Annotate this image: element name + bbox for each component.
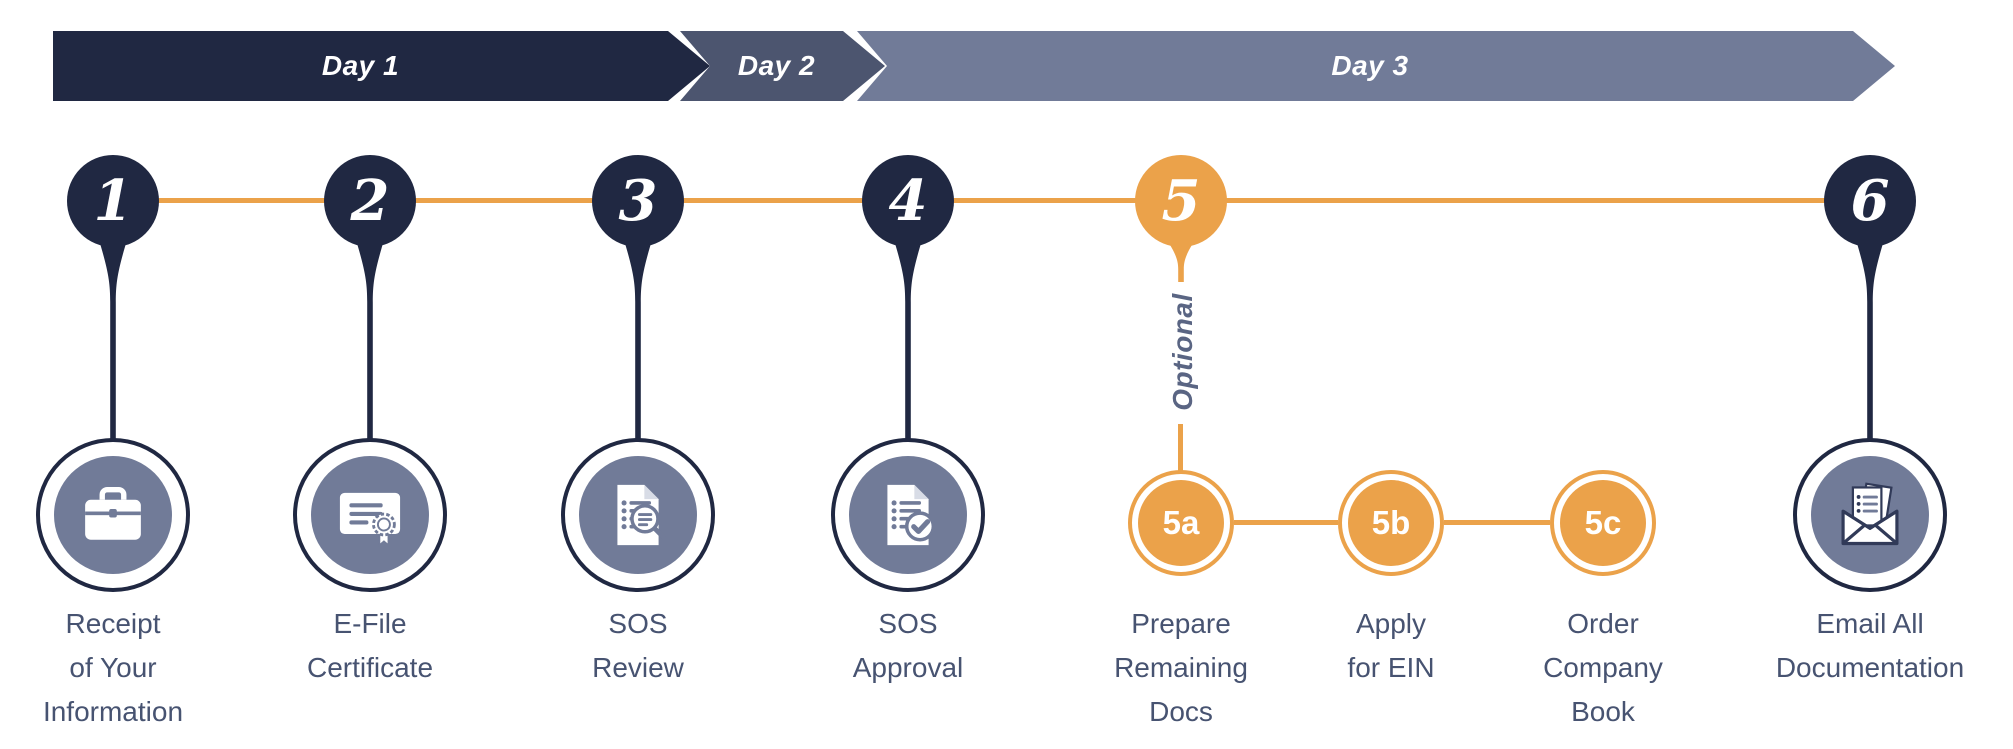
substep-connector-5b-5c <box>1444 520 1550 525</box>
document-approved-icon <box>887 484 936 546</box>
step-6-number: 6 <box>1850 168 1890 234</box>
substep-connector-5a-5b <box>1234 520 1338 525</box>
step-5-marker: 5 <box>1135 155 1227 247</box>
substep-5a-number: 5a <box>1162 504 1200 541</box>
step-2-label: E-File Certificate <box>306 608 434 683</box>
step-4-stem <box>894 240 922 440</box>
step-3-icon-circle <box>561 438 715 592</box>
banner-day2-label: Day 2 <box>737 50 816 81</box>
certificate-icon <box>339 492 401 547</box>
banner-day3-label: Day 3 <box>1331 50 1409 81</box>
step-1-number: 1 <box>93 168 133 234</box>
step-5-number: 5 <box>1161 168 1201 234</box>
step-3-stem <box>624 240 652 440</box>
substep-5a-label: Prepare Remaining Docs <box>1114 608 1248 727</box>
banner-segment-day3: Day 3 <box>857 31 1895 101</box>
step-6-stem <box>1856 240 1884 440</box>
step-4-icon-circle <box>831 438 985 592</box>
banner-segment-day2: Day 2 <box>680 31 885 101</box>
step-6-marker: 6 <box>1824 155 1916 247</box>
step-5-branch-line <box>1178 424 1183 472</box>
step-6-label: Email All Documentation <box>1775 608 1965 683</box>
substep-5c-number: 5c <box>1584 504 1622 541</box>
substep-5b-label: Apply for EIN <box>1347 608 1435 683</box>
optional-label: Optional <box>1167 293 1198 411</box>
step-6-icon-circle <box>1793 438 1947 592</box>
step-2-marker: 2 <box>324 155 416 247</box>
email-documents-icon <box>1841 482 1899 546</box>
substep-5a-marker: 5a <box>1128 470 1234 576</box>
step-4-marker: 4 <box>862 155 954 247</box>
step-3-number: 3 <box>618 168 658 234</box>
step-3-marker: 3 <box>592 155 684 247</box>
step-2-number: 2 <box>350 168 390 234</box>
step-5-stem <box>1167 240 1195 282</box>
briefcase-icon <box>85 486 141 540</box>
substep-5c-label: Order Company Book <box>1543 608 1663 727</box>
substep-5c-marker: 5c <box>1550 470 1656 576</box>
step-2-icon-circle <box>293 438 447 592</box>
substep-5b-marker: 5b <box>1338 470 1444 576</box>
step-4-number: 4 <box>888 168 928 234</box>
substep-5b-number: 5b <box>1371 504 1411 541</box>
timeline-connector-line <box>113 198 1870 203</box>
step-1-label: Receipt of Your Information <box>42 608 184 727</box>
step-1-stem <box>99 240 127 440</box>
document-review-icon <box>617 484 666 546</box>
step-1-icon-circle <box>36 438 190 592</box>
banner-day1-label: Day 1 <box>321 50 400 81</box>
step-3-label: SOS Review <box>592 608 684 683</box>
step-4-label: SOS Approval <box>852 608 964 683</box>
step-2-stem <box>356 240 384 440</box>
step-1-marker: 1 <box>67 155 159 247</box>
banner-segment-day1: Day 1 <box>53 31 710 101</box>
